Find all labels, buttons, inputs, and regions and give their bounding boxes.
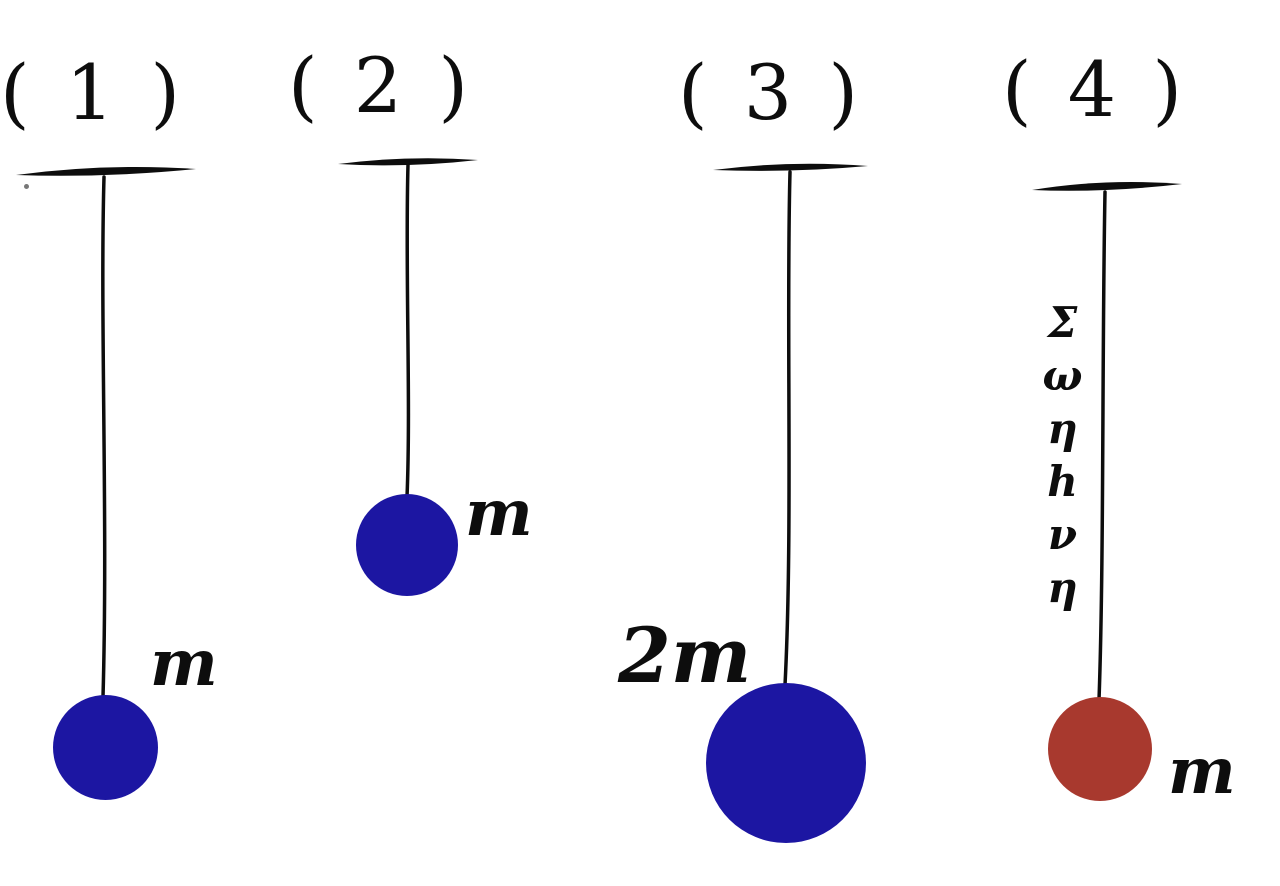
pendulum-3-label: ( 3 ) (678, 48, 864, 137)
pendulum-2-mass-label: m (465, 476, 533, 551)
pendulum-3-bob (706, 683, 866, 843)
pendulum-2-bob (356, 494, 458, 596)
string-2 (405, 163, 411, 499)
pendulum-4-bob (1048, 697, 1152, 801)
pendulum-1-mass-label: m (150, 626, 218, 701)
ceiling-mount-2 (338, 158, 478, 166)
pendulum-3-mass-label: 2m (618, 611, 752, 700)
ceiling-mount-1 (16, 167, 196, 176)
ceiling-mount-4 (1032, 182, 1182, 191)
pendulum-2-label: ( 2 ) (288, 41, 474, 130)
ink-speck (24, 184, 29, 189)
pendulum-1-label: ( 1 ) (0, 48, 186, 137)
pendulum-4-label: ( 4 ) (1002, 45, 1188, 134)
pendulum-4-mass-label: m (1168, 734, 1236, 809)
pendulum-1-bob (53, 695, 158, 800)
string-4 (1097, 190, 1107, 702)
string-3 (783, 170, 792, 687)
ceiling-mount-3 (713, 163, 868, 171)
pendulum-4-string-squiggle: Σωηhνη (1038, 298, 1087, 616)
string-1 (101, 175, 107, 699)
